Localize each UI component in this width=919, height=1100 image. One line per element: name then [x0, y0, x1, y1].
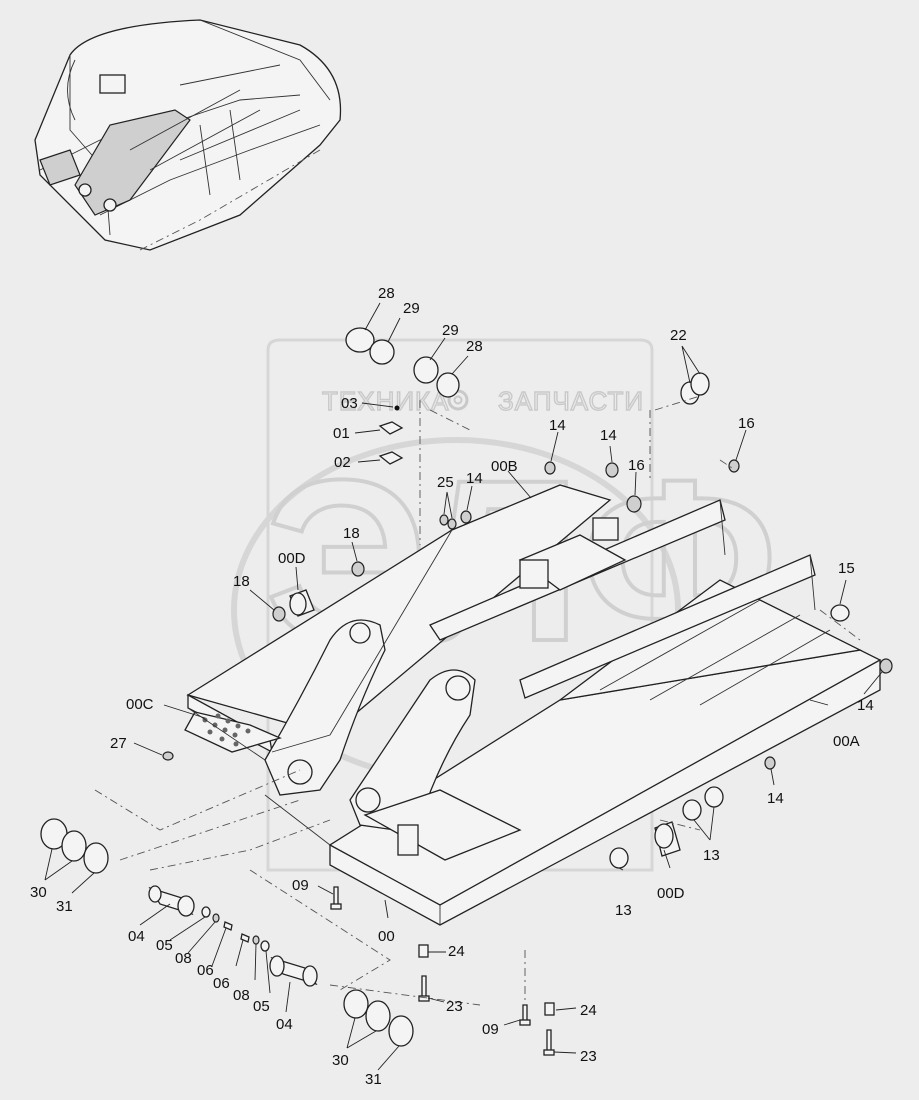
callout-23: 23: [580, 1048, 597, 1065]
callout-29: 29: [403, 300, 420, 317]
ring-14b: [605, 462, 619, 478]
ring-15: [830, 604, 850, 622]
ring-16b: [728, 459, 740, 473]
nut-08a: [212, 913, 220, 923]
nut-08b: [252, 935, 260, 945]
callout-15: 15: [838, 560, 855, 577]
callout-18: 18: [343, 525, 360, 542]
excavator-overview-illustration: [34, 19, 342, 251]
ring-14d: [879, 658, 893, 674]
ring-25b: [447, 518, 457, 530]
spacer-24b: [544, 1002, 555, 1016]
callout-00A: 00A: [833, 733, 860, 750]
callout-05: 05: [156, 937, 173, 954]
screw-03: [394, 405, 400, 411]
step-plate-holes: [202, 713, 251, 747]
callout-04: 04: [128, 928, 145, 945]
callout-24: 24: [580, 1002, 597, 1019]
callout-31: 31: [365, 1071, 382, 1088]
callout-13: 13: [703, 847, 720, 864]
watermark-right-text: ЗАПЧАСТИ: [498, 386, 644, 416]
callout-14: 14: [466, 470, 483, 487]
callout-00B: 00B: [491, 458, 518, 475]
shim-28a: [345, 327, 375, 353]
callout-01: 01: [333, 425, 350, 442]
callout-05: 05: [253, 998, 270, 1015]
callout-24: 24: [448, 943, 465, 960]
callout-14: 14: [600, 427, 617, 444]
shim-28b: [436, 372, 460, 398]
callout-25: 25: [437, 474, 454, 491]
ring-13a: [682, 799, 702, 821]
seal-22b: [690, 372, 710, 396]
callout-18: 18: [233, 573, 250, 590]
spacer-24a: [418, 944, 429, 958]
washer-05a: [201, 906, 211, 918]
callout-31: 31: [56, 898, 73, 915]
callout-06: 06: [213, 975, 230, 992]
ring-14a: [544, 461, 556, 475]
callout-27: 27: [110, 735, 127, 752]
callout-16: 16: [628, 457, 645, 474]
callout-14: 14: [549, 417, 566, 434]
washer-30b: [61, 830, 87, 862]
callout-08: 08: [175, 950, 192, 967]
bolt-06a: [223, 921, 233, 931]
washer-31a: [83, 842, 109, 874]
callout-30: 30: [332, 1052, 349, 1069]
callout-06: 06: [197, 962, 214, 979]
callout-13: 13: [615, 902, 632, 919]
callout-28: 28: [466, 338, 483, 355]
callout-04: 04: [276, 1016, 293, 1033]
shim-29b: [413, 356, 439, 384]
callout-14: 14: [767, 790, 784, 807]
callout-08: 08: [233, 987, 250, 1004]
bolt-23a: [421, 975, 427, 999]
plate-02: [378, 451, 404, 465]
guide-lines: [94, 395, 861, 1006]
callout-00: 00: [378, 928, 395, 945]
callout-22: 22: [670, 327, 687, 344]
ring-13b: [704, 786, 724, 808]
callout-02: 02: [334, 454, 351, 471]
washer-31b: [388, 1015, 414, 1047]
callout-29: 29: [442, 322, 459, 339]
callout-28: 28: [378, 285, 395, 302]
ring-13c: [609, 847, 629, 869]
callout-00D: 00D: [657, 885, 685, 902]
ring-25a: [439, 514, 449, 526]
callout-14: 14: [857, 697, 874, 714]
upper-frame-illustration: [184, 484, 882, 926]
ring-18b: [272, 606, 286, 622]
callout-labels: 28 29 29 28 22 03 01 02 14 14 16 16 00B …: [30, 285, 874, 1088]
ring-18a: [351, 561, 365, 577]
parts: [40, 327, 893, 1056]
callout-09: 09: [482, 1021, 499, 1038]
ring-14e: [764, 756, 776, 770]
bolt-23b: [546, 1029, 552, 1053]
callout-00D: 00D: [278, 550, 306, 567]
callout-00C: 00C: [126, 696, 154, 713]
washer-05b: [260, 940, 270, 952]
shim-29a: [369, 339, 395, 365]
plug-27: [162, 751, 174, 761]
leader-lines: [44, 302, 883, 1071]
callout-30: 30: [30, 884, 47, 901]
callout-03: 03: [341, 395, 358, 412]
bolt-09a: [333, 886, 339, 907]
callout-23: 23: [446, 998, 463, 1015]
watermark-left-text: ТЕХНИКА: [322, 386, 450, 416]
washer-30d: [365, 1000, 391, 1032]
bolt-06b: [240, 933, 250, 943]
washer-30c: [343, 989, 369, 1019]
callout-09: 09: [292, 877, 309, 894]
callout-16: 16: [738, 415, 755, 432]
ring-14c: [460, 510, 472, 524]
ring-16a: [626, 495, 642, 513]
plate-01: [378, 421, 404, 435]
